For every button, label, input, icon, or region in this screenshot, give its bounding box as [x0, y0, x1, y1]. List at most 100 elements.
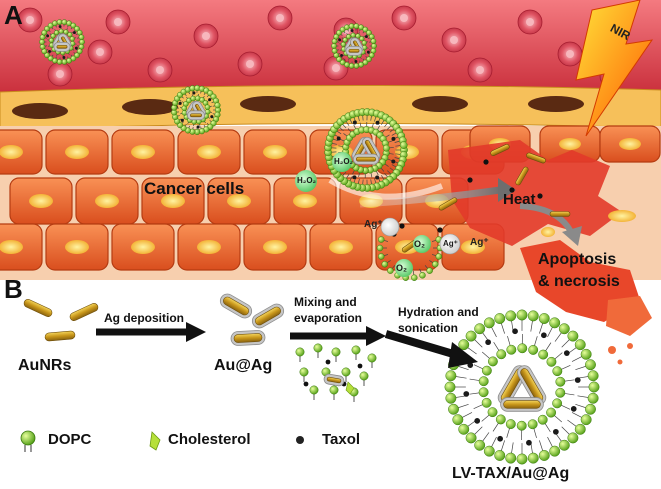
o2-sphere-1	[413, 235, 431, 253]
red-blood-cell	[193, 23, 219, 49]
gold-nanorod	[345, 45, 363, 56]
red-blood-cell	[87, 39, 113, 65]
tumor-cell	[0, 223, 43, 271]
tumor-cell	[9, 177, 73, 225]
h2o2-label-in-liposome: H₂O₂	[334, 157, 354, 166]
tumor-cell	[599, 125, 661, 163]
tumor-cell	[243, 223, 307, 271]
fragment-nucleus-2	[541, 227, 555, 237]
o2-label-2: O₂	[396, 263, 407, 273]
legend-cholesterol: Cholesterol	[168, 431, 251, 448]
gold-nanorod	[526, 152, 546, 164]
tumor-cell	[111, 223, 175, 271]
mixing-label-line2: evaporation	[294, 311, 363, 325]
liposome-in-vessel-2	[331, 23, 377, 69]
heated-tumor-region	[448, 140, 622, 246]
liposome-in-vessel-1	[39, 19, 85, 65]
tumor-cell	[177, 223, 241, 271]
liposome-extravasating	[171, 84, 222, 136]
ag-deposition-label: Ag deposition	[104, 311, 184, 325]
cholesterol-legend-icon	[149, 431, 161, 451]
debris-1	[608, 346, 616, 354]
aunrs-label: AuNRs	[18, 357, 72, 374]
nir-lightning-icon	[575, 0, 654, 137]
apoptosis-path-arrowhead	[562, 226, 582, 246]
gold-nanorod	[500, 397, 544, 412]
tumor-cell	[177, 129, 241, 175]
tumor-cell	[45, 223, 109, 271]
endothelial-nucleus	[240, 96, 296, 112]
cell-fragment	[606, 296, 652, 336]
tumor-cell	[0, 129, 43, 175]
taxol-molecule	[437, 227, 443, 233]
red-blood-cell	[267, 5, 293, 31]
legend-taxol: Taxol	[322, 431, 361, 448]
red-blood-cell	[441, 27, 467, 53]
panel-label-b: B	[4, 274, 23, 304]
tumor-cell	[207, 177, 271, 225]
gold-nanorod	[352, 153, 380, 165]
gold-nanorod	[186, 110, 206, 121]
gold-nanorod	[549, 211, 571, 217]
apoptosis-label-line2: & necrosis	[538, 273, 620, 290]
gold-nanorod	[23, 299, 53, 317]
hydration-label-line1: Hydration and	[398, 305, 479, 319]
liposome-in-tumor	[324, 108, 408, 192]
h2o2-molecule-1	[332, 152, 352, 172]
lv-tax-au-ag-liposome	[444, 309, 600, 465]
heat-path-arrow	[359, 186, 501, 208]
release-path	[328, 177, 444, 200]
hydration-arrow	[384, 330, 462, 360]
tumor-cell	[243, 129, 307, 175]
endothelial-nucleus	[412, 96, 468, 112]
ag-ion-label-1: Ag⁺	[364, 219, 383, 230]
cancer-cells-label: Cancer cells	[144, 179, 245, 198]
taxol-molecule	[509, 187, 515, 193]
red-blood-cell	[391, 5, 417, 31]
endothelial-nuclei	[12, 96, 584, 119]
red-blood-cell	[467, 57, 493, 83]
red-blood-cell	[557, 41, 583, 67]
legend-dopc: DOPC	[48, 431, 92, 448]
dopc-legend-icon	[20, 430, 36, 452]
tumor-cell	[45, 129, 109, 175]
h2o2-label-free: H₂O₂	[297, 176, 317, 185]
o2-sphere-2	[395, 259, 413, 277]
red-blood-cell	[47, 61, 73, 87]
red-blood-cell	[17, 7, 43, 33]
gold-nanorod	[69, 303, 99, 321]
red-blood-cell	[517, 9, 543, 35]
red-blood-cell	[237, 51, 263, 77]
o2-label-1: O₂	[414, 239, 425, 249]
heat-path-arrowhead	[498, 178, 516, 202]
debris-2	[627, 343, 633, 349]
h2o2-molecule-2	[295, 170, 317, 192]
gold-nanorod	[490, 144, 510, 156]
taxol-molecule	[483, 159, 489, 165]
hydration-arrowhead	[448, 342, 478, 368]
ag-deposition-arrowhead	[186, 322, 206, 342]
gold-nanorod	[438, 197, 458, 211]
mixing-arrowhead	[366, 326, 386, 346]
ag-ion-sphere	[439, 233, 461, 255]
heat-label: Heat	[503, 191, 536, 208]
endothelial-nucleus	[12, 103, 68, 119]
au-ag-rods	[219, 293, 285, 346]
ag-ion-label-3: Ag⁺	[443, 239, 458, 248]
gold-nanorod	[517, 365, 547, 405]
aunr-rods	[23, 299, 99, 342]
taxol-molecule	[467, 177, 473, 183]
gold-nanorod	[251, 303, 285, 329]
released-nanorods	[391, 144, 571, 237]
gold-nanorod	[44, 330, 76, 342]
endothelial-nucleus	[122, 99, 178, 115]
mixing-label-line1: Mixing and	[294, 295, 357, 309]
endothelial-layer	[0, 84, 661, 131]
taxol-molecule	[537, 193, 543, 199]
fragment-nucleus	[608, 210, 636, 222]
gold-nanorod	[219, 293, 253, 319]
hydration-label-line2: sonication	[398, 321, 459, 335]
gold-nanorod	[515, 166, 529, 186]
